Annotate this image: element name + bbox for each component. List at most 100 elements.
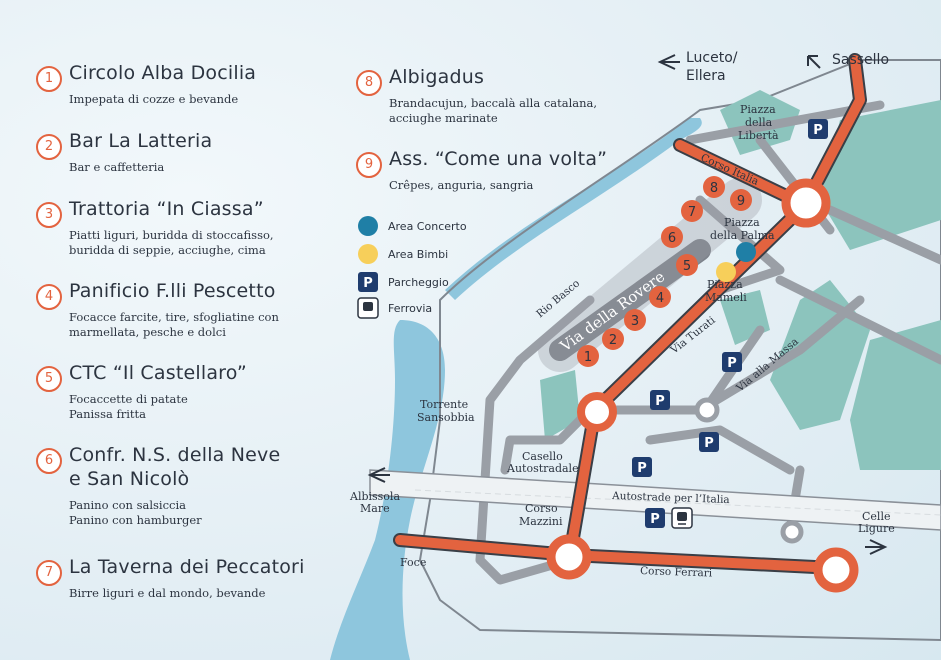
green-liberta [720, 90, 800, 155]
direction-celle[interactable]: Celle Ligure [858, 510, 895, 555]
entry-number: 4 [36, 284, 62, 310]
entry-name: Bar La Latteria [69, 130, 213, 152]
parking-symbol: P [704, 436, 714, 451]
entry-name: CTC “Il Castellaro” [69, 362, 247, 384]
green-far-east [850, 320, 941, 470]
stall-3-label: 3 [631, 314, 639, 329]
entry-desc-line: Panino con hamburger [69, 513, 202, 527]
kids-area-marker[interactable] [716, 262, 736, 282]
stall-1[interactable] [577, 345, 599, 367]
railway-legend-label: Ferrovia [388, 302, 432, 315]
stall-strip [538, 178, 762, 372]
entry-desc-line: Crêpes, anguria, sangria [389, 178, 534, 192]
parking-symbol: P [637, 461, 647, 476]
parking-icon[interactable]: P [632, 457, 652, 477]
entry-name: Confr. N.S. della Neve [69, 444, 281, 466]
parking-icon[interactable]: P [808, 119, 828, 139]
autostrada-centerline [414, 489, 941, 516]
direction-label: Mare [360, 502, 390, 515]
piazza-liberta-label: della [745, 116, 773, 129]
parking-icon[interactable]: P [699, 432, 719, 452]
entry-desc-line: Panissa fritta [69, 407, 147, 421]
direction-luceto[interactable]: Luceto/ Ellera [657, 50, 738, 84]
parking-symbol: P [650, 512, 660, 527]
parking-legend-icon [358, 272, 378, 292]
stall-8[interactable] [703, 176, 725, 198]
piazza-palma-label: della Palma [710, 229, 775, 242]
stall-9[interactable] [730, 189, 752, 211]
entry-desc-line: Panino con salsiccia [69, 498, 187, 512]
concert-area-marker[interactable] [736, 242, 756, 262]
parking-icon[interactable]: P [650, 390, 670, 410]
stall-8-label: 8 [710, 181, 718, 196]
entry-number: 8 [356, 70, 382, 96]
entry-desc-line: Bar e caffetteria [69, 160, 165, 174]
piazza-palma-label: Piazza [724, 216, 760, 229]
stall-3[interactable] [624, 309, 646, 331]
entry-desc: Crêpes, anguria, sangria [389, 178, 533, 193]
entry-name: Panificio F.lli Pescetto [69, 280, 276, 302]
entry-desc: Piatti liguri, buridda di stoccafisso,bu… [69, 228, 274, 258]
corso-mazzini-label: Mazzini [519, 515, 563, 528]
arrow-up-left-icon [807, 55, 821, 69]
arrow-right-icon [865, 539, 888, 555]
stall-5[interactable] [676, 254, 698, 276]
entry-number: 9 [356, 152, 382, 178]
autostrada [369, 469, 941, 531]
entry-desc-line: Piatti liguri, buridda di stoccafisso, [69, 228, 274, 242]
direction-label: Albissola [349, 490, 400, 503]
green-ne [820, 100, 941, 250]
green-west [540, 370, 580, 440]
parking-legend-symbol: P [363, 276, 373, 291]
casello-label: Casello [522, 450, 563, 463]
direction-albissola[interactable]: Albissola Mare [349, 467, 400, 515]
direction-label: Sassello [832, 52, 889, 68]
direction-sassello[interactable]: Sassello [807, 52, 889, 69]
land-border [418, 59, 941, 642]
foce-label: Foce [400, 556, 426, 569]
parking-icon[interactable]: P [722, 352, 742, 372]
piazza-liberta-label: Libertà [738, 129, 779, 142]
entry-number: 2 [36, 134, 62, 160]
stall-2[interactable] [602, 328, 624, 350]
stall-6-label: 6 [668, 231, 676, 246]
stall-5-label: 5 [683, 259, 691, 274]
entry-desc: Birre liguri e dal mondo, bevande [69, 586, 265, 601]
stall-1-label: 1 [584, 350, 592, 365]
stall-4[interactable] [649, 286, 671, 308]
piazza-mameli-label: Mameli [705, 291, 747, 304]
parking-legend-label: Parcheggio [388, 276, 449, 289]
entry-desc: Bar e caffetteria [69, 160, 164, 175]
parking-icon[interactable]: P [645, 508, 665, 528]
direction-label: Celle [862, 510, 890, 523]
stalls: 1 2 3 4 5 6 7 8 9 [577, 176, 752, 367]
entry-name: Circolo Alba Docilia [69, 62, 257, 84]
entry-desc-line: Impepata di cozze e bevande [69, 92, 239, 106]
train-icon[interactable] [671, 507, 693, 529]
entry-name: Albigadus [389, 66, 485, 88]
stall-6[interactable] [661, 226, 683, 248]
stall-7[interactable] [681, 200, 703, 222]
parking-markers: P P P P P P [632, 119, 828, 529]
corso-mazzini-label: Corso [525, 502, 558, 515]
entry-number: 5 [36, 366, 62, 392]
entry-desc: Impepata di cozze e bevande [69, 92, 238, 107]
entry-number: 1 [36, 66, 62, 92]
casello-label: Autostradale [506, 462, 579, 475]
entry-name: Ass. “Come una volta” [389, 148, 608, 170]
piazza-mameli-label: Piazza [707, 278, 743, 291]
entry-number: 6 [36, 448, 62, 474]
kids-legend-label: Area Bimbi [388, 248, 448, 261]
entry-desc-line: acciughe marinate [389, 111, 498, 125]
entry-desc: Brandacujun, baccalà alla catalana,acciu… [389, 96, 597, 126]
entry-number: 3 [36, 202, 62, 228]
entry-name: La Taverna dei Peccatori [69, 556, 305, 578]
corso-ferrari-label: Corso Ferrari [640, 565, 713, 580]
parking-symbol: P [813, 123, 823, 138]
entry-desc-line: Brandacujun, baccalà alla catalana, [389, 96, 598, 110]
stall-7-label: 7 [688, 205, 696, 220]
concert-legend-icon [358, 216, 378, 236]
